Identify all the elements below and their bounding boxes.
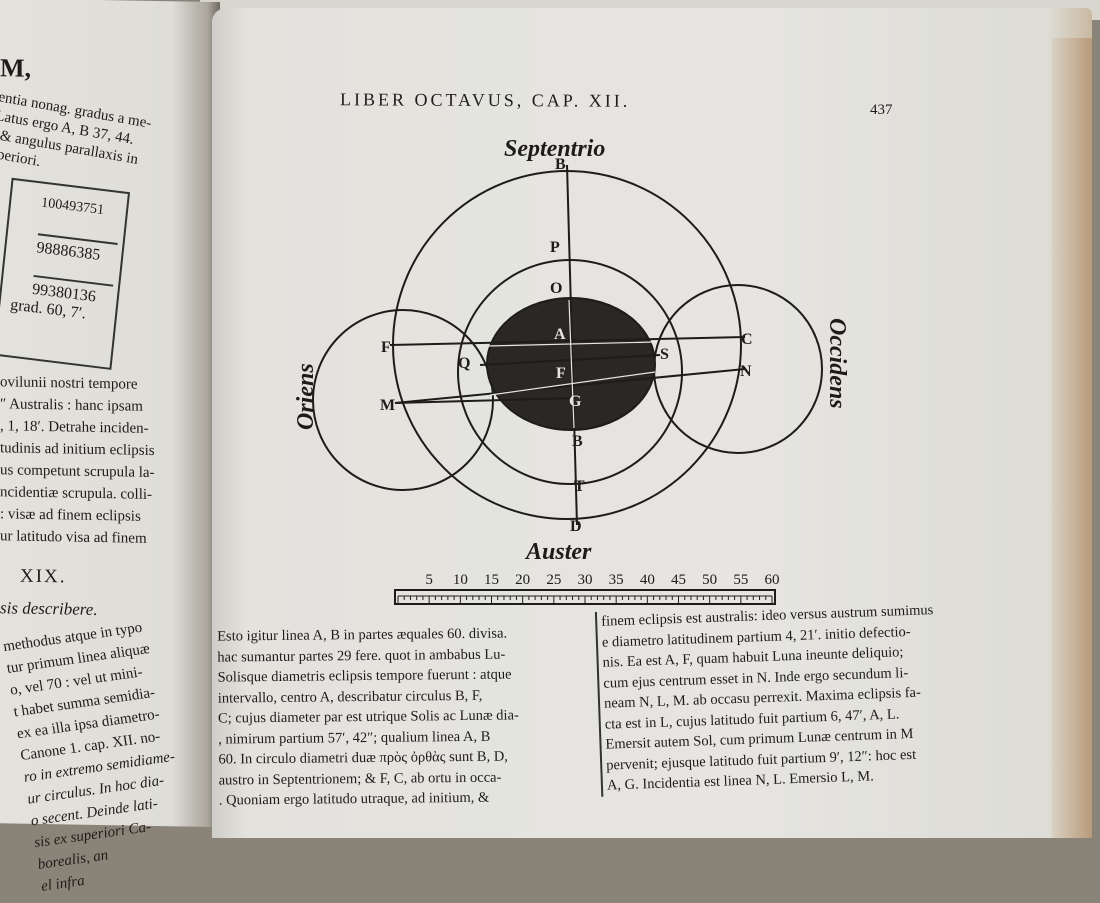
scale-tick-label: 55 — [733, 572, 748, 588]
point-label: S — [660, 346, 669, 363]
point-label: F — [556, 365, 566, 382]
point-label: M — [380, 397, 395, 414]
scale-tick-label: 10 — [453, 572, 468, 588]
scale-tick-label: 45 — [671, 572, 686, 588]
scale-tick-label: 15 — [484, 572, 499, 588]
text-column-left: Esto igitur linea A, B in partes æquales… — [217, 623, 520, 811]
horizontal-diameter — [389, 336, 746, 346]
point-label: B — [572, 433, 583, 450]
page-edge — [1052, 38, 1092, 838]
point-label: A — [554, 326, 566, 343]
text-line: Solisque diametris eclipsis tempore fuer… — [217, 666, 512, 686]
text-column-right: finem eclipsis est australis: ideo versu… — [594, 600, 940, 797]
scale-tick-label: 35 — [609, 572, 624, 588]
west-label: Occidens — [824, 318, 850, 409]
line-MG — [394, 397, 576, 404]
point-label: D — [570, 518, 582, 535]
point-label: F — [381, 339, 391, 356]
scale-tick-label: 25 — [546, 572, 561, 588]
south-label: Auster — [524, 539, 592, 565]
left-moon-circle — [312, 309, 494, 491]
point-label: C — [741, 331, 753, 348]
right-page — [212, 8, 1092, 838]
scale-tick-label: 60 — [765, 572, 780, 588]
text-line: C; cujus diameter par est utrique Solis … — [217, 707, 519, 727]
north-label: Septentrio — [504, 136, 605, 162]
scale-bar: 5 10 15 20 25 30 35 40 45 50 55 60 — [394, 572, 780, 605]
point-label: T — [574, 478, 585, 495]
point-label: G — [569, 393, 582, 410]
scale-tick-label: 40 — [640, 572, 655, 588]
point-label: O — [550, 280, 562, 297]
east-label: Oriens — [293, 363, 319, 430]
page-number: 437 — [870, 102, 893, 118]
scale-tick-label: 30 — [578, 572, 593, 588]
text-line: Esto igitur linea A, B in partes æquales… — [217, 625, 508, 645]
moon-path-line — [394, 368, 746, 404]
point-label: Q — [458, 355, 470, 372]
scale-tick-label: 50 — [702, 572, 717, 588]
text-line: 60. In circulo diametri duæ πρὸς ὀρθὰς s… — [218, 748, 508, 768]
text-line: . Quoniam ergo latitudo utraque, ad init… — [218, 789, 490, 809]
point-label: P — [550, 239, 560, 256]
eclipse-diagram: Septentrio Auster Oriens Occidens B P O … — [293, 136, 850, 605]
point-label: N — [740, 363, 752, 380]
scale-tick-label: 20 — [515, 572, 530, 588]
line-QS — [479, 354, 661, 366]
point-label: B — [555, 156, 566, 173]
vertical-diameter — [566, 164, 578, 526]
scale-tick-label: 5 — [425, 572, 433, 588]
